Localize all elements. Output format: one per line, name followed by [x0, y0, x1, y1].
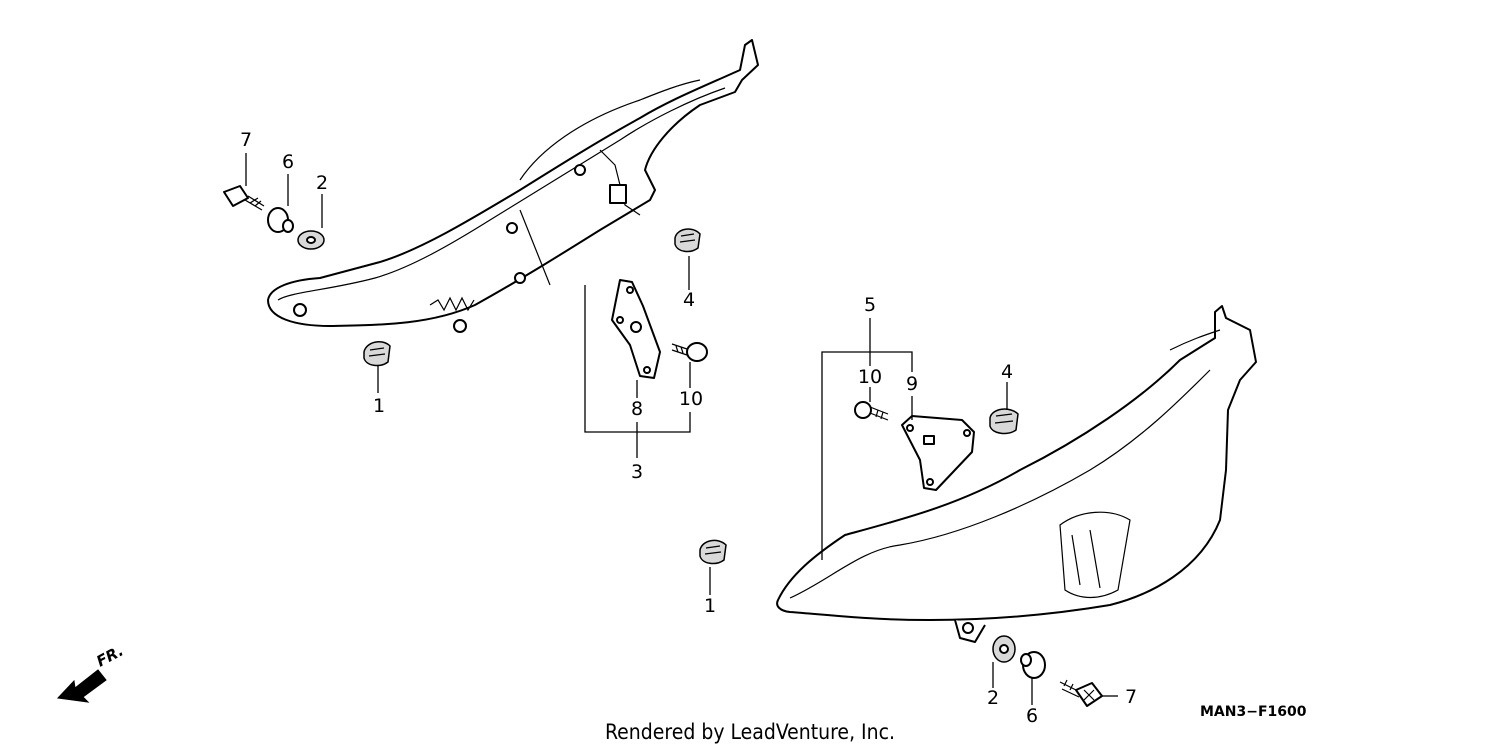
left-grommet-4 [674, 228, 701, 253]
credit-text: Rendered by LeadVenture, Inc. [605, 720, 895, 744]
leader-lines [245, 153, 1118, 705]
left-side-cover [267, 39, 759, 333]
callout-left-1: 1 [373, 395, 385, 417]
callout-right-5: 5 [864, 294, 876, 316]
callout-right-2: 2 [987, 687, 999, 709]
callout-left-3: 3 [631, 461, 643, 483]
left-grommet-1 [363, 340, 391, 367]
right-grommet-4 [989, 408, 1019, 435]
right-collar-6 [1020, 651, 1046, 679]
front-direction-indicator: FR. [56, 642, 126, 703]
callout-numbers: 7 6 2 1 4 8 10 3 5 10 9 4 1 2 6 7 [240, 129, 1137, 727]
callout-left-2: 2 [316, 172, 328, 194]
callout-right-1: 1 [704, 595, 716, 617]
left-screw-10 [671, 342, 708, 362]
left-grommet-2 [297, 230, 325, 250]
callout-left-7: 7 [240, 129, 252, 151]
right-grommet-2 [992, 635, 1016, 663]
callout-left-4: 4 [683, 289, 695, 311]
callout-right-7: 7 [1125, 686, 1137, 708]
right-bracket-9 [901, 415, 975, 491]
front-direction-label: FR. [93, 642, 126, 671]
callout-right-6: 6 [1026, 705, 1038, 727]
left-bolt-7 [223, 185, 265, 211]
diagram-code: MAN3−F1600 [1200, 704, 1307, 720]
callout-right-9: 9 [906, 373, 918, 395]
callout-right-10: 10 [858, 366, 882, 388]
callout-right-4: 4 [1001, 361, 1013, 383]
front-arrow-icon [56, 669, 107, 703]
callout-left-6: 6 [282, 151, 294, 173]
right-bolt-7 [1059, 679, 1103, 707]
left-collar-6 [267, 207, 294, 233]
right-screw-10 [854, 401, 889, 421]
callout-left-10: 10 [679, 388, 703, 410]
right-side-cover [776, 305, 1257, 643]
left-bracket-8 [611, 279, 661, 379]
callout-left-8: 8 [631, 398, 643, 420]
right-grommet-1 [699, 539, 727, 565]
